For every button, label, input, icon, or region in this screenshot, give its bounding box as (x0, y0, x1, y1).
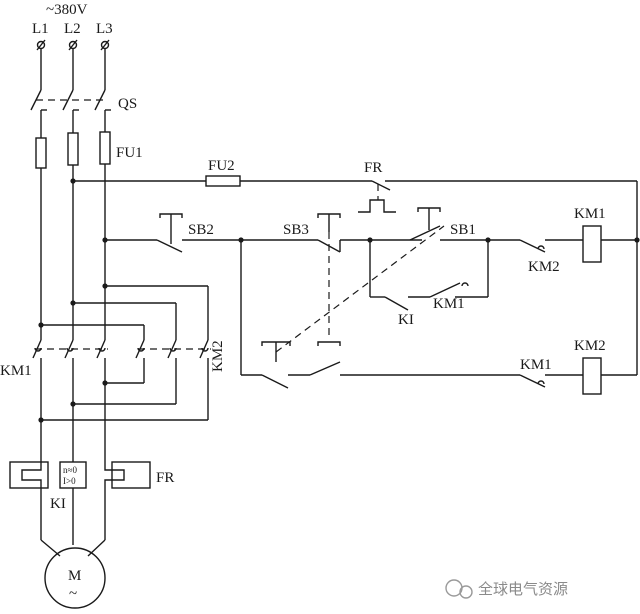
ki-relay-text-2: I>0 (63, 476, 76, 486)
sb2-label: SB2 (188, 222, 214, 238)
ki-relay-text-1: n≈0 (63, 465, 77, 475)
km1-interlock-label: KM1 (433, 296, 465, 312)
fu1-fuses (35, 131, 111, 169)
motor-ac-symbol: ~ (69, 586, 77, 602)
supply-terminals (36, 39, 110, 51)
ki-contact-loop (369, 237, 491, 311)
control-rung-sb2 (102, 213, 241, 253)
sb3-button (317, 213, 341, 340)
fr-heater-label: FR (156, 470, 174, 486)
ki-relay-label: KI (50, 496, 66, 512)
motor-leads (40, 488, 106, 557)
qs-switch (30, 89, 111, 111)
km1-interlock-label-2: KM1 (520, 357, 552, 373)
qs-label: QS (118, 96, 137, 112)
km1-coil-rung (519, 225, 640, 263)
watermark: 全球电气资源 (445, 579, 568, 599)
motor-label: M (68, 568, 81, 584)
power-lines (40, 49, 106, 325)
km2-coil-label: KM2 (574, 338, 606, 354)
motor-feed (40, 420, 106, 462)
phase-l2: L2 (64, 21, 81, 37)
supply-voltage: ~380V (46, 2, 88, 18)
km2-main-label: KM2 (210, 340, 226, 372)
fr-heater-l3 (104, 448, 151, 489)
km1-coil-label: KM1 (574, 206, 606, 222)
ki-contact-label: KI (398, 312, 414, 328)
fr-thermal-element (358, 184, 396, 213)
sb1-label: SB1 (450, 222, 476, 238)
watermark-text: 全球电气资源 (478, 580, 568, 598)
fu1-label: FU1 (116, 145, 143, 161)
km2-interlock-label: KM2 (528, 259, 560, 275)
control-top-rail (70, 175, 638, 240)
phase-l1: L1 (32, 21, 49, 37)
phase-l3: L3 (96, 21, 113, 37)
fu2-label: FU2 (208, 158, 235, 174)
sb-mechanical-link (275, 225, 445, 353)
km-main-contacts (32, 283, 211, 423)
sb3-label: SB3 (283, 222, 309, 238)
km2-coil-rung (241, 240, 638, 395)
fr-heater-l1 (9, 448, 49, 489)
km1-main-label: KM1 (0, 363, 32, 379)
sb1-button (409, 207, 520, 241)
fr-contact-label: FR (364, 160, 382, 176)
ki-relay: n≈0 I>0 (59, 461, 87, 489)
motor: M ~ (44, 547, 106, 609)
